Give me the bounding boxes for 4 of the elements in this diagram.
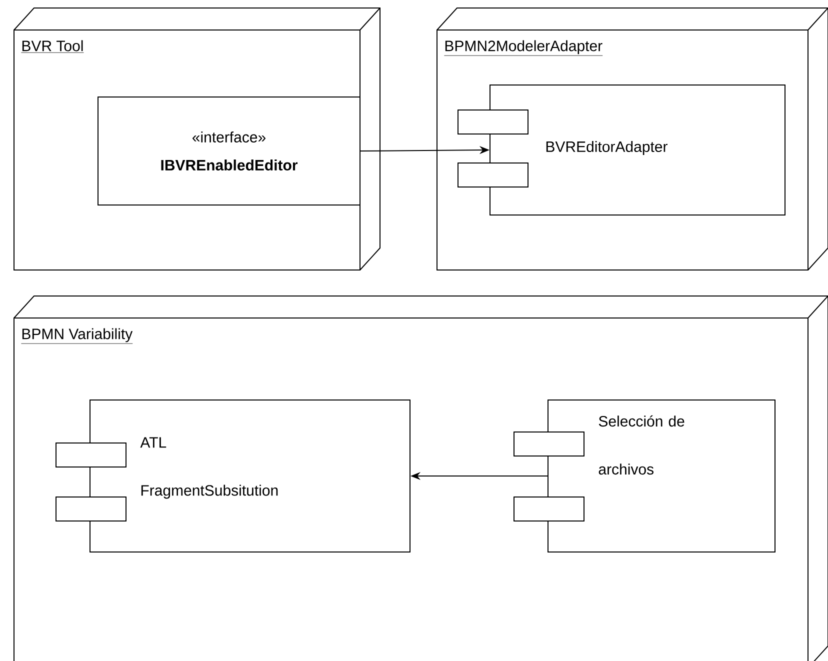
component-box: Selección de archivos bbox=[514, 400, 776, 552]
component-box: ATL FragmentSubsitution bbox=[56, 400, 410, 552]
interface-box: «interface» IBVREnabledEditor bbox=[98, 96, 360, 206]
component-box: BVREditorAdapter bbox=[458, 84, 786, 216]
